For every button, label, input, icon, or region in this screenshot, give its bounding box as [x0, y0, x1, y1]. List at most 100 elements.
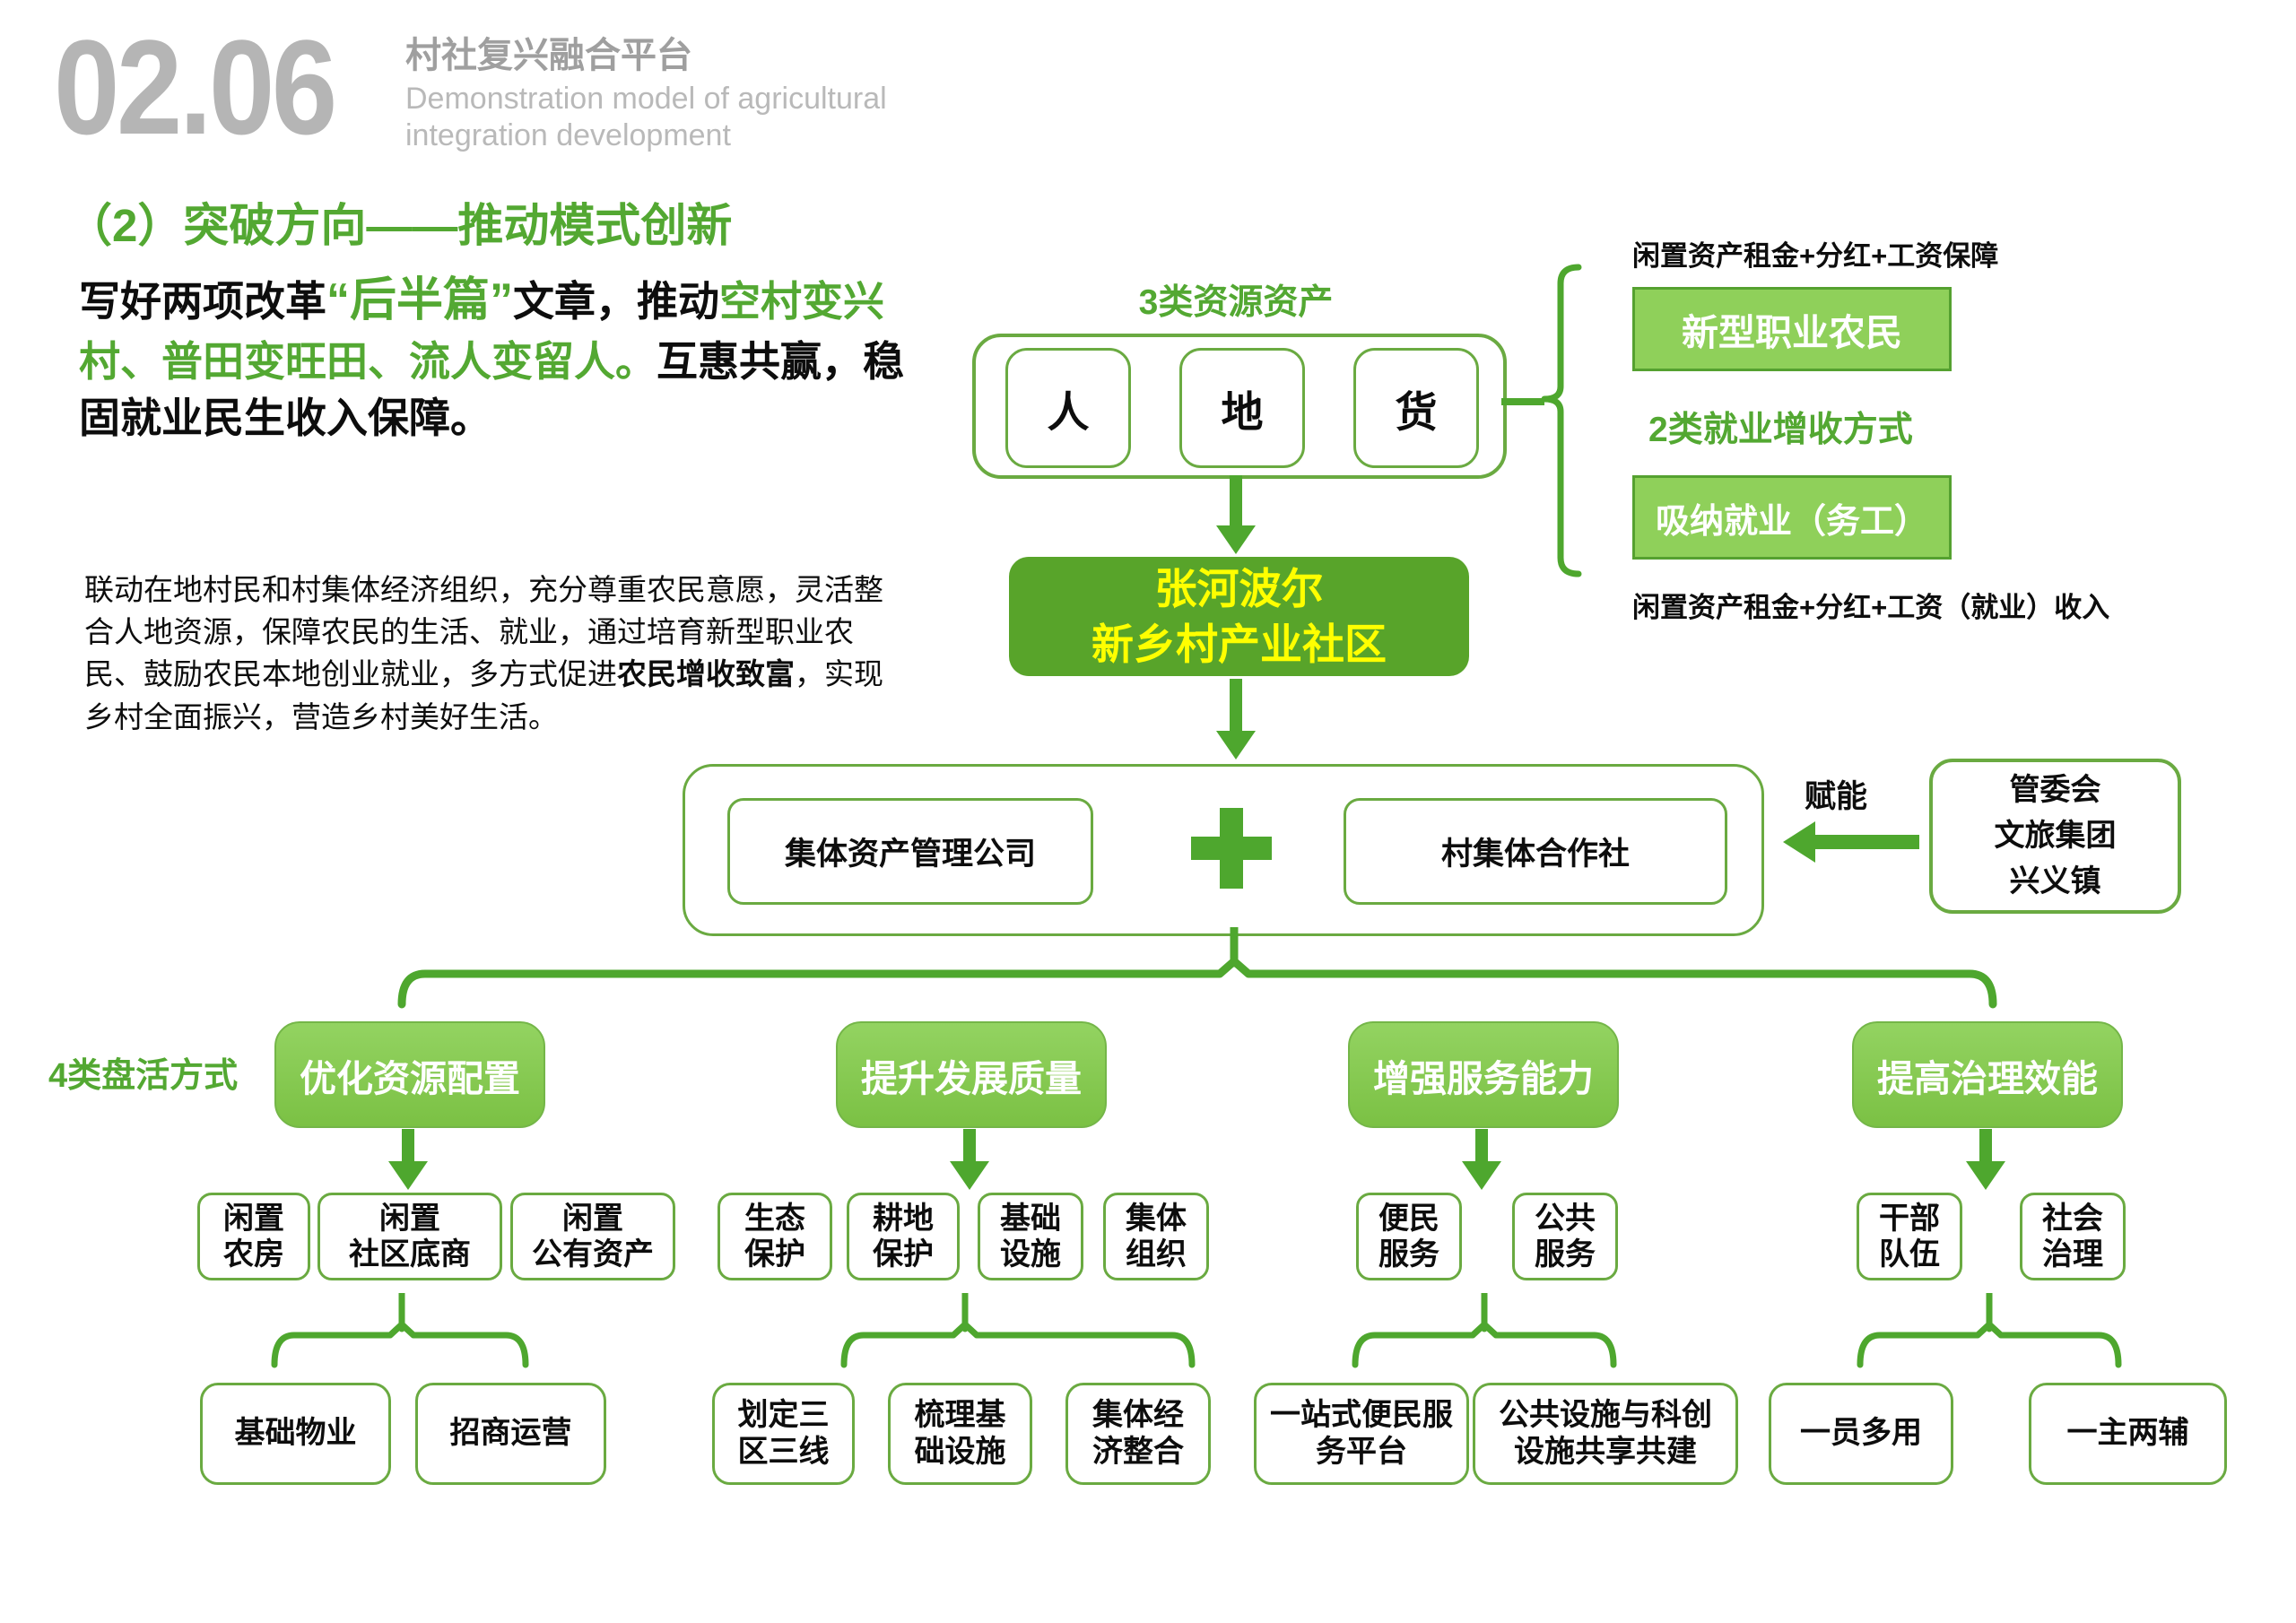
p1-seg5: 互惠共赢，稳固就业民生收入保障。	[79, 337, 904, 442]
outcome-box: 招商运营	[415, 1383, 606, 1485]
breakthrough-heading: （2）突破方向——推动模式创新	[66, 200, 733, 251]
connector-to-brace	[1501, 398, 1544, 405]
p1-green: 空村变兴村、普田变旺田、流人变留人。	[79, 278, 885, 385]
item-box: 生态 保护	[718, 1193, 832, 1280]
outcome-box: 划定三 区三线	[712, 1383, 855, 1485]
item-box: 便民 服务	[1356, 1193, 1462, 1280]
item-line: 干部	[1879, 1201, 1940, 1236]
item-line: 闲置	[379, 1201, 440, 1236]
item-line: 公共	[1535, 1201, 1596, 1236]
government-line3: 兴义镇	[2009, 864, 2101, 898]
item-line: 社区底商	[349, 1237, 471, 1271]
down-arrow-icon	[388, 1129, 428, 1190]
employment-box: 吸纳就业（务工）	[1632, 475, 1952, 560]
outcome-line: 础设施	[914, 1435, 1006, 1469]
assets-container: 人 地 货	[972, 334, 1507, 479]
assets-label: 3类资源资产	[1138, 283, 1334, 322]
new-farmer-box: 新型职业农民	[1632, 287, 1952, 371]
outcome-line: 设施共享共建	[1514, 1435, 1697, 1469]
income-middle-label: 2类就业增收方式	[1648, 411, 1913, 449]
item-box: 闲置 公有资产	[510, 1193, 675, 1280]
asset-management-company-box: 集体资产管理公司	[727, 798, 1093, 905]
item-line: 保护	[873, 1237, 934, 1271]
item-line: 组织	[1126, 1237, 1187, 1271]
item-line: 治理	[2042, 1237, 2103, 1271]
item-line: 服务	[1535, 1237, 1596, 1271]
outcome-box: 梳理基 础设施	[888, 1383, 1032, 1485]
pillar-header-resources: 优化资源配置	[274, 1021, 545, 1128]
income-bottom-label: 闲置资产租金+分红+工资（就业）收入	[1632, 592, 2110, 623]
p1-seg3: 文章，推动	[513, 278, 720, 325]
slide-subtitle-en: Demonstration model of agricultural inte…	[405, 81, 887, 154]
item-box: 干部 队伍	[1857, 1193, 1962, 1280]
item-box: 公共 服务	[1512, 1193, 1618, 1280]
outcome-line: 划定三	[737, 1397, 830, 1432]
item-line: 服务	[1378, 1237, 1439, 1271]
village-cooperative-box: 村集体合作社	[1344, 798, 1727, 905]
down-arrow-icon	[1966, 1129, 2005, 1190]
asset-box-people: 人	[1005, 348, 1131, 468]
outcome-line: 一主两辅	[2066, 1416, 2189, 1451]
outcome-line: 集体经	[1092, 1397, 1184, 1432]
left-brace-connector	[1541, 264, 1582, 577]
government-line2: 文旅集团	[1994, 819, 2117, 853]
government-line1: 管委会	[2009, 773, 2101, 807]
section-number: 02.06	[54, 12, 337, 162]
outcome-line: 一员多用	[1800, 1416, 1922, 1451]
outcome-line: 一站式便民服	[1270, 1397, 1453, 1432]
slide-title-zh: 村社复兴融合平台	[405, 36, 692, 75]
item-line: 农房	[223, 1237, 284, 1271]
community-line2: 新乡村产业社区	[1091, 620, 1387, 668]
group-brace-connector	[1857, 1293, 2122, 1368]
item-line: 社会	[2042, 1201, 2103, 1236]
item-line: 公有资产	[532, 1237, 654, 1271]
pillar-header-quality: 提升发展质量	[836, 1021, 1107, 1128]
left-arrow-icon	[1783, 821, 1919, 863]
pillar-header-governance: 提高治理效能	[1852, 1021, 2123, 1128]
item-box: 闲置 农房	[197, 1193, 310, 1280]
item-box: 闲置 社区底商	[317, 1193, 502, 1280]
p2-bold: 农民增收致富	[617, 657, 795, 691]
government-box: 管委会 文旅集团 兴义镇	[1929, 759, 2181, 914]
outcome-line: 招商运营	[449, 1416, 572, 1451]
intro-paragraph: 写好两项改革“后半篇”文章，推动空村变兴村、普田变旺田、流人变留人。互惠共赢，稳…	[79, 269, 922, 447]
p1-seg1: 写好两项改革	[79, 278, 326, 325]
asset-box-goods: 货	[1353, 348, 1479, 468]
outcome-box: 公共设施与科创 设施共享共建	[1473, 1383, 1738, 1485]
group-brace-connector	[271, 1293, 529, 1368]
outcome-box: 一员多用	[1769, 1383, 1953, 1485]
outcome-line: 区三线	[737, 1435, 830, 1469]
outcome-line: 济整合	[1092, 1435, 1184, 1469]
down-arrow-icon	[1462, 1129, 1501, 1190]
detail-paragraph: 联动在地村民和村集体经济组织，充分尊重农民意愿，灵活整合人地资源，保障农民的生活…	[84, 568, 902, 738]
item-line: 设施	[1000, 1237, 1061, 1271]
item-line: 闲置	[562, 1201, 623, 1236]
down-arrow-icon	[1216, 679, 1256, 759]
p2-pre: 联动在地村民和村集体经济组织，充分尊重农民意愿，灵活整合人地资源，保障农民的生活…	[84, 573, 883, 691]
main-brace-connector	[397, 927, 1997, 1009]
outcome-box: 一站式便民服 务平台	[1254, 1383, 1469, 1485]
down-arrow-icon	[1216, 475, 1256, 554]
item-line: 集体	[1126, 1201, 1187, 1236]
item-box: 集体 组织	[1103, 1193, 1209, 1280]
item-line: 便民	[1378, 1201, 1439, 1236]
outcome-line: 梳理基	[914, 1397, 1006, 1432]
outcome-box: 基础物业	[200, 1383, 391, 1485]
subtitle-line1: Demonstration model of agricultural	[405, 82, 887, 116]
plus-icon	[1191, 808, 1272, 889]
item-line: 保护	[744, 1237, 805, 1271]
p2-post: ，实现乡村全面振兴，营造乡村美好生活。	[84, 657, 883, 733]
item-box: 基础 设施	[978, 1193, 1083, 1280]
outcome-line: 基础物业	[234, 1416, 357, 1451]
group-brace-connector	[1352, 1293, 1617, 1368]
down-arrow-icon	[950, 1129, 989, 1190]
outcome-box: 集体经 济整合	[1065, 1383, 1211, 1485]
income-top-label: 闲置资产租金+分红+工资保障	[1632, 240, 1999, 272]
empower-label: 赋能	[1805, 779, 1868, 814]
community-box: 张河波尔 新乡村产业社区	[1009, 557, 1469, 676]
subtitle-line2: integration development	[405, 117, 731, 152]
item-line: 基础	[1000, 1201, 1061, 1236]
item-box: 社会 治理	[2020, 1193, 2126, 1280]
asset-box-land: 地	[1179, 348, 1305, 468]
